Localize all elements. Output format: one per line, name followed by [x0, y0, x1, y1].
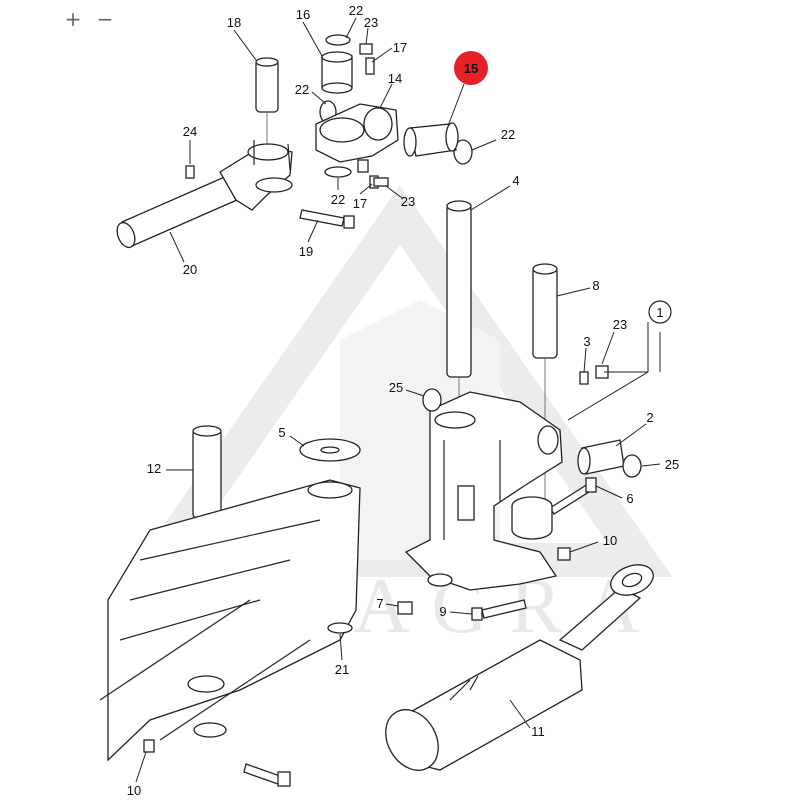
part-6-bolt[interactable] — [549, 477, 597, 515]
part-1-callout-circle — [648, 300, 672, 324]
part-18-pin[interactable] — [255, 57, 279, 145]
callout-12[interactable]: 12 — [147, 461, 161, 476]
callout-22-bottom[interactable]: 22 — [331, 192, 345, 207]
part-24-nut[interactable] — [185, 165, 195, 179]
part-2-bushing[interactable] — [577, 439, 625, 475]
callout-22-top[interactable]: 22 — [349, 3, 363, 18]
part-1-bracket-housing[interactable] — [404, 391, 563, 591]
leader-lines — [135, 17, 661, 783]
callout-labels: 18 16 22 23 17 15 14 22 22 24 22 17 23 1… — [127, 3, 679, 798]
part-10-nut-b[interactable] — [143, 739, 155, 753]
zoom-in-button[interactable]: + — [64, 7, 82, 31]
part-16-bushing[interactable] — [321, 51, 353, 94]
callout-16[interactable]: 16 — [296, 7, 310, 22]
part-9-bolt[interactable] — [471, 599, 527, 621]
callout-11[interactable]: 11 — [531, 724, 545, 739]
part-14-yoke[interactable] — [315, 103, 399, 173]
part-22-ring-d[interactable] — [453, 139, 473, 165]
part-23-grease-nipple-b[interactable] — [373, 177, 389, 187]
part-21-frame[interactable] — [99, 479, 361, 762]
part-22-ring-c[interactable] — [324, 166, 352, 178]
part-bottom-bolt — [243, 763, 291, 787]
callout-4[interactable]: 4 — [512, 173, 519, 188]
callout-17-bottom[interactable]: 17 — [353, 196, 367, 211]
callout-25-left[interactable]: 25 — [389, 380, 403, 395]
part-22-ring-a[interactable] — [325, 34, 351, 46]
callout-18[interactable]: 18 — [227, 15, 241, 30]
callout-2[interactable]: 2 — [646, 410, 653, 425]
part-25-ring-b[interactable] — [622, 454, 642, 478]
callout-3[interactable]: 3 — [583, 334, 590, 349]
callout-6[interactable]: 6 — [626, 491, 633, 506]
callout-5[interactable]: 5 — [278, 425, 285, 440]
part-23-grease-nipple-a[interactable] — [359, 43, 373, 55]
part-17-fitting-a[interactable] — [365, 57, 375, 75]
callout-22-left[interactable]: 22 — [295, 82, 309, 97]
part-15-bushing[interactable] — [403, 122, 459, 157]
part-10-nut-a[interactable] — [557, 547, 571, 561]
part-7-nut[interactable] — [397, 601, 413, 615]
callout-23-mid[interactable]: 23 — [613, 317, 627, 332]
callout-22-right[interactable]: 22 — [501, 127, 515, 142]
part-spacer — [511, 496, 553, 540]
callout-1[interactable]: 1 — [656, 305, 663, 320]
callout-17-top[interactable]: 17 — [393, 40, 407, 55]
part-19-bolt[interactable] — [299, 209, 355, 229]
callout-7[interactable]: 7 — [376, 596, 383, 611]
callout-23-bottom[interactable]: 23 — [401, 194, 415, 209]
zoom-out-button[interactable]: − — [96, 7, 114, 31]
part-3-fitting[interactable] — [579, 371, 589, 385]
callout-9[interactable]: 9 — [439, 604, 446, 619]
part-15-highlight-marker[interactable] — [454, 51, 488, 85]
callout-19[interactable]: 19 — [299, 244, 313, 259]
part-8-pin[interactable] — [532, 263, 558, 505]
part-15-highlight-label: 15 — [464, 61, 478, 76]
callout-24[interactable]: 24 — [183, 124, 197, 139]
callout-14[interactable]: 14 — [388, 71, 402, 86]
part-5-washer[interactable] — [299, 438, 361, 462]
callout-20[interactable]: 20 — [183, 262, 197, 277]
part-25-ring-a[interactable] — [422, 388, 442, 412]
callout-21[interactable]: 21 — [335, 662, 349, 677]
callout-10-bottom[interactable]: 10 — [127, 783, 141, 798]
part-20-lever-arm[interactable] — [114, 140, 293, 250]
callout-25-right[interactable]: 25 — [665, 457, 679, 472]
callout-10-right[interactable]: 10 — [603, 533, 617, 548]
callout-8[interactable]: 8 — [592, 278, 599, 293]
zoom-controls: + − — [62, 7, 116, 31]
part-11-hydraulic-cylinder[interactable] — [375, 559, 657, 779]
callout-23-top[interactable]: 23 — [364, 15, 378, 30]
